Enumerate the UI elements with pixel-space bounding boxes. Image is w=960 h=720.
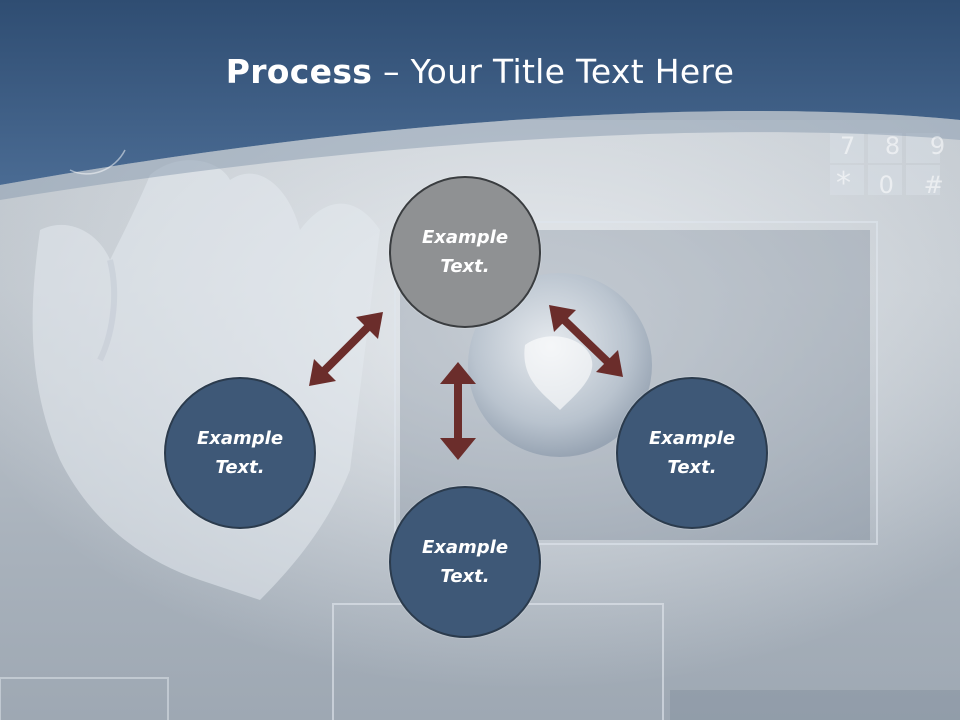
- arrow-group: [309, 305, 623, 460]
- process-node-top[interactable]: Example Text.: [389, 176, 541, 328]
- keypad-key: 0: [878, 171, 894, 199]
- keypad-key: 9: [929, 132, 946, 160]
- process-node-bottom[interactable]: Example Text.: [389, 486, 541, 638]
- node-label-line2: Text.: [667, 457, 717, 478]
- node-label-line2: Text.: [215, 457, 265, 478]
- keypad-key: 8: [884, 132, 901, 160]
- node-label: Example Text.: [180, 424, 300, 482]
- node-label: Example Text.: [405, 223, 525, 281]
- node-label: Example Text.: [405, 533, 525, 591]
- keypad-key: *: [836, 166, 851, 201]
- slide-title-bold: Process: [225, 52, 373, 91]
- keypad-key: 7: [840, 132, 856, 160]
- header-band: [0, 0, 960, 185]
- slide-title-rest: – Your Title Text Here: [372, 52, 735, 91]
- keypad-key: #: [923, 171, 944, 199]
- node-label: Example Text.: [632, 424, 752, 482]
- node-label-line1: Example: [648, 428, 736, 449]
- node-label-line2: Text.: [440, 566, 490, 587]
- keypad-row-2: * 0 #: [836, 166, 944, 201]
- keypad-row-1: 7 8 9: [840, 132, 945, 160]
- process-node-left[interactable]: Example Text.: [164, 377, 316, 529]
- slide-title[interactable]: Process – Your Title Text Here: [0, 52, 960, 91]
- node-label-line1: Example: [421, 537, 509, 558]
- node-label-line1: Example: [421, 227, 509, 248]
- node-label-line1: Example: [196, 428, 284, 449]
- process-node-right[interactable]: Example Text.: [616, 377, 768, 529]
- node-label-line2: Text.: [440, 256, 490, 277]
